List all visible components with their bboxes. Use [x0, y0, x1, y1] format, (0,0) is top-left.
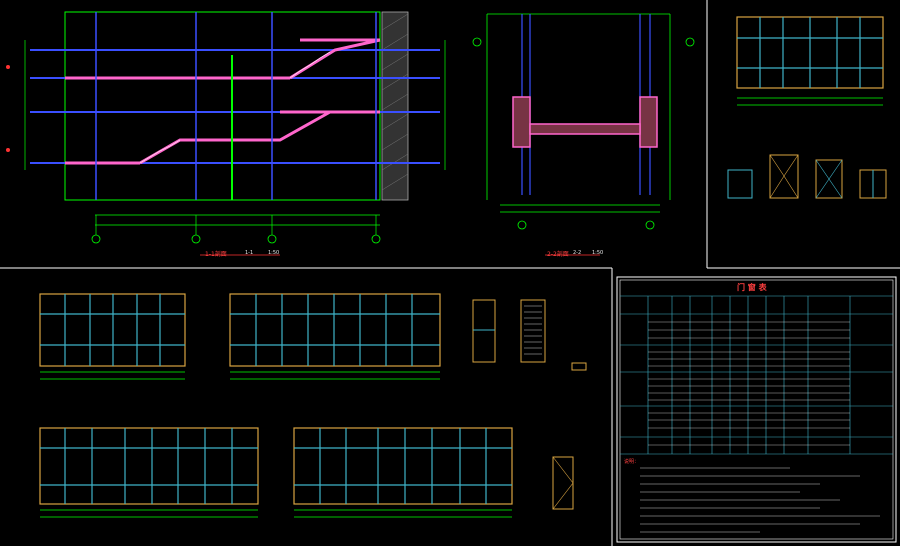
stair-section-left: [6, 11, 446, 256]
stair-section-right: [472, 13, 695, 256]
door-window-schedule: [616, 276, 897, 543]
window-details-row: [727, 154, 887, 199]
section-1-title: 1-1剖面: [205, 251, 227, 258]
section-1-tag: 1-1: [245, 250, 254, 256]
section-2-title: 2-2剖面: [547, 251, 569, 258]
section-2-scale: 1:50: [592, 250, 604, 256]
schedule-notes-header: 说明：: [624, 459, 640, 465]
schedule-title: 门 窗 表: [737, 283, 767, 292]
window-elevation-bottom: [39, 293, 587, 518]
window-elevation-top-right: [736, 16, 884, 106]
section-2-tag: 2-2: [573, 250, 582, 256]
section-1-scale: 1:50: [268, 250, 280, 256]
